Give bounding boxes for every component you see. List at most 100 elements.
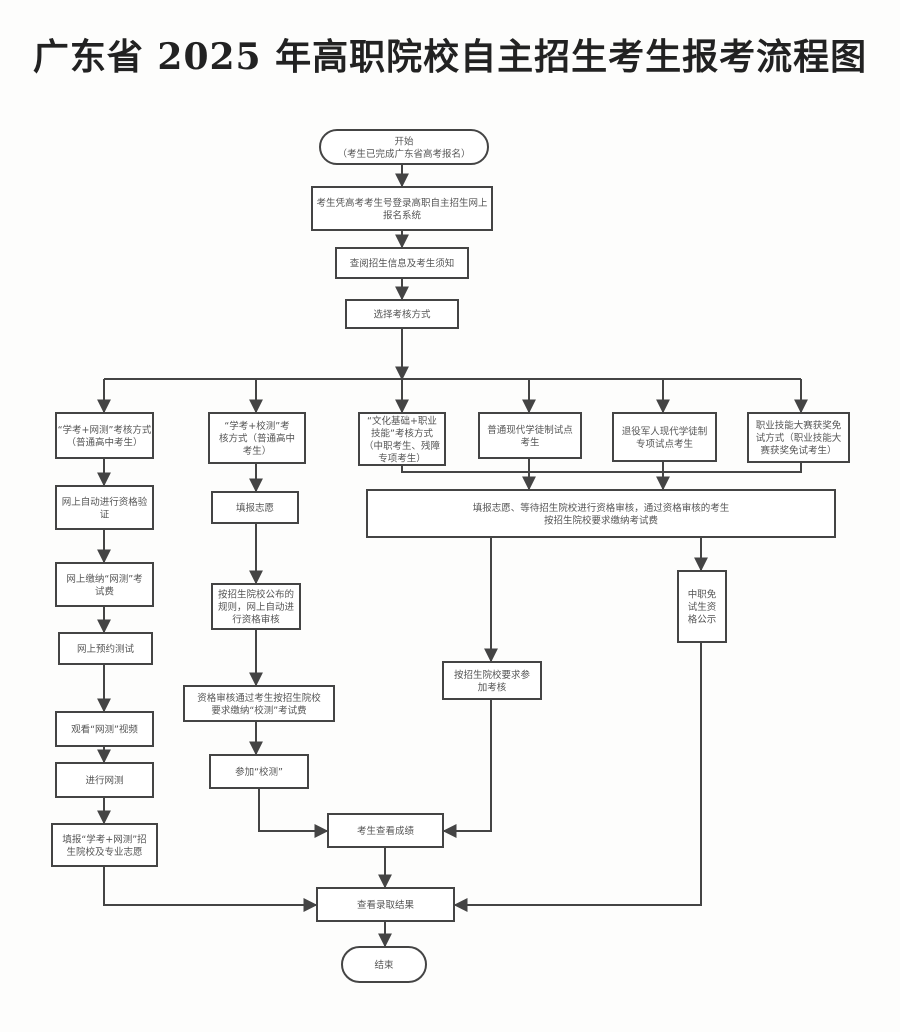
node-box — [55, 711, 154, 747]
node-box — [478, 412, 582, 459]
node-box — [211, 583, 301, 630]
node-label: 网上预约测试 — [77, 643, 135, 655]
node-box — [55, 485, 154, 530]
node-box — [58, 632, 153, 665]
node-label: 要求缴纳“校测”考试费 — [211, 704, 306, 716]
node-start: 开始（考生已完成广东省高考报名） — [319, 129, 489, 165]
node-m1-test: 进行网测 — [55, 762, 154, 798]
node-box — [335, 247, 469, 279]
node-box — [211, 491, 299, 524]
node-m1-pay: 网上缴纳“网测”考试费 — [55, 562, 154, 607]
node-box — [183, 685, 335, 722]
node-label: 证 — [100, 509, 110, 520]
node-read-info: 查阅招生信息及考生须知 — [335, 247, 469, 279]
node-label: 填报志愿、等待招生院校进行资格审核，通过资格审核的考生 — [473, 502, 730, 514]
node-label: 报名系统 — [383, 209, 422, 221]
node-label: 选择考核方式 — [373, 309, 431, 321]
connector-arrow — [103, 866, 318, 912]
node-label: 规则，网上自动进 — [218, 601, 295, 613]
node-label: 试生资 — [688, 601, 717, 613]
node-m2-fill: 填报志愿 — [211, 491, 299, 524]
node-label: 专项考生） — [378, 452, 426, 464]
node-box — [319, 129, 489, 165]
node-box — [747, 412, 850, 463]
node-label: 格公示 — [688, 614, 717, 626]
node-choose: 选择考核方式 — [345, 299, 459, 329]
node-label: 考生） — [243, 445, 272, 457]
node-label: 考生查看成绩 — [357, 825, 415, 837]
node-label: 网上缴纳“网测”考 — [66, 573, 142, 585]
merge-line — [401, 462, 802, 473]
node-label: 结束 — [374, 959, 394, 971]
node-label: 行资格审核 — [232, 614, 280, 626]
node-box — [208, 412, 306, 464]
node-label: 参加“校测” — [235, 766, 283, 778]
node-box — [209, 754, 309, 789]
node-box — [327, 813, 444, 848]
node-box — [341, 946, 427, 983]
node-label: 考生 — [520, 436, 540, 448]
node-label: （普通高中考生） — [66, 436, 142, 448]
node-label: 生院校及专业志愿 — [66, 846, 142, 858]
node-label: 查阅招生信息及考生须知 — [350, 258, 455, 270]
node-label: 网上自动进行资格验 — [62, 496, 148, 508]
node-scores: 考生查看成绩 — [327, 813, 444, 848]
node-label: 开始 — [394, 135, 414, 147]
node-label: （中职考生、残障 — [364, 440, 441, 452]
node-label: “文化基础+职业 — [367, 415, 437, 427]
node-label: 按招生院校公布的 — [218, 589, 294, 601]
node-label: 进行网测 — [85, 775, 123, 787]
connector-arrow — [453, 642, 702, 912]
node-box — [612, 412, 717, 462]
node-label: 按招生院校要求缴纳考试费 — [544, 514, 658, 526]
node-m1-video: 观看“网测”视频 — [55, 711, 154, 747]
node-label: 试方式（职业技能大 — [756, 432, 842, 444]
node-label: 核方式（普通高中 — [219, 433, 295, 445]
node-end: 结束 — [341, 946, 427, 983]
node-label: 赛获奖免试考生） — [760, 445, 836, 457]
node-label: 退役军人现代学徒制 — [622, 425, 708, 437]
node-label: 普通现代学徒制试点 — [487, 424, 573, 436]
node-m1-book: 网上预约测试 — [58, 632, 153, 665]
node-label: 加考核 — [478, 681, 507, 693]
node-box — [358, 412, 446, 466]
node-box — [51, 823, 158, 867]
node-label: 专项试点考生 — [636, 438, 694, 450]
node-label: 填报志愿 — [236, 502, 274, 514]
node-box — [316, 887, 455, 922]
node-box — [311, 186, 493, 231]
node-label: （考生已完成广东省高考报名） — [337, 148, 470, 160]
node-label: 考生凭高考考生号登录高职自主招生网上 — [316, 197, 488, 209]
node-label: 中职免 — [688, 589, 717, 601]
node-label: 技能”考核方式 — [371, 427, 433, 439]
node-box — [366, 489, 836, 538]
node-label: 填报“学考+网测”招 — [62, 833, 146, 845]
node-box — [345, 299, 459, 329]
nodes: 开始（考生已完成广东省高考报名） 考生凭高考考生号登录高职自主招生网上报名系统查阅… — [51, 129, 850, 983]
node-m2-test: 参加“校测” — [209, 754, 309, 789]
node-box — [55, 412, 154, 459]
page-title: 广东省 2025 年高职院校自主招生考生报考流程图 — [32, 36, 868, 78]
node-box — [55, 762, 154, 798]
node-label: “学考+校测”考 — [224, 420, 289, 432]
connector-arrow — [442, 699, 492, 838]
node-label: “学考+网测”考核方式 — [58, 424, 152, 436]
node-box — [442, 661, 542, 700]
node-results: 查看录取结果 — [316, 887, 455, 922]
node-box — [55, 562, 154, 607]
node-label: 查看录取结果 — [357, 899, 415, 911]
node-label: 职业技能大赛获奖免 — [756, 420, 842, 432]
connectors — [97, 164, 808, 948]
